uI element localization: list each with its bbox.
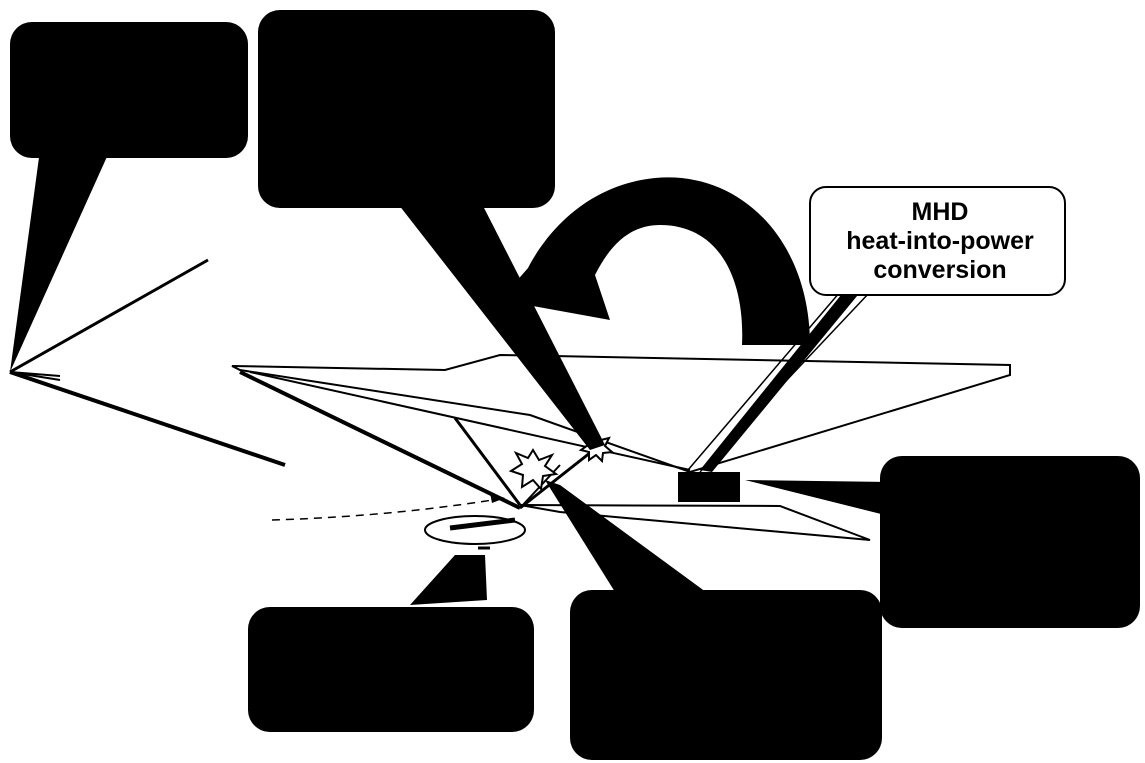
trajectory-arrowhead	[490, 493, 505, 503]
beam-lines	[9, 258, 286, 467]
dashed-trajectory	[271, 497, 506, 521]
starburst-medium-icon	[508, 448, 559, 492]
upper-reflector-panel	[231, 353, 1011, 474]
mhd-pointer-outline	[687, 291, 871, 473]
callout-box-right	[880, 456, 1140, 628]
callout-box-top-left	[10, 22, 248, 158]
reflector-inner-line	[249, 371, 691, 471]
callout-pointers	[10, 150, 890, 605]
callout-box-top-center	[258, 10, 555, 208]
mhd-converter-block	[678, 472, 740, 502]
mhd-callout-box	[809, 186, 1066, 296]
lower-tray-panel	[519, 504, 871, 541]
curved-return-arrow	[500, 177, 810, 345]
callout-box-bottom-left	[248, 607, 534, 732]
callout-box-bottom-center	[570, 590, 882, 760]
pellet-line	[449, 517, 516, 531]
